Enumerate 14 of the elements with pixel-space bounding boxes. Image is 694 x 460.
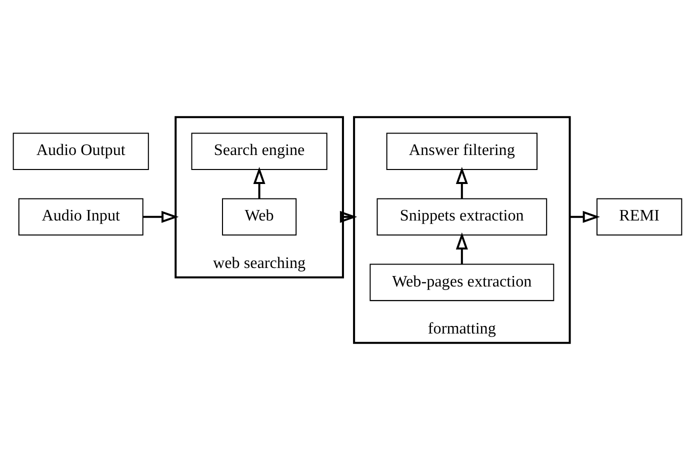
node-box: Snippets extraction: [376, 198, 547, 236]
node-box: Answer filtering: [386, 132, 538, 170]
node-box: Audio Output: [12, 132, 148, 170]
arrow: [455, 232, 468, 264]
arrow: [142, 210, 178, 223]
arrow: [252, 166, 265, 199]
node-box: Search engine: [190, 132, 327, 170]
arrow: [455, 166, 468, 199]
node-box: Audio Input: [18, 198, 143, 236]
node-box: REMI: [596, 198, 682, 236]
node-box: Web: [222, 198, 296, 236]
node-box: Web-pages extraction: [369, 264, 554, 302]
arrow: [339, 210, 357, 223]
arrow: [569, 210, 600, 223]
